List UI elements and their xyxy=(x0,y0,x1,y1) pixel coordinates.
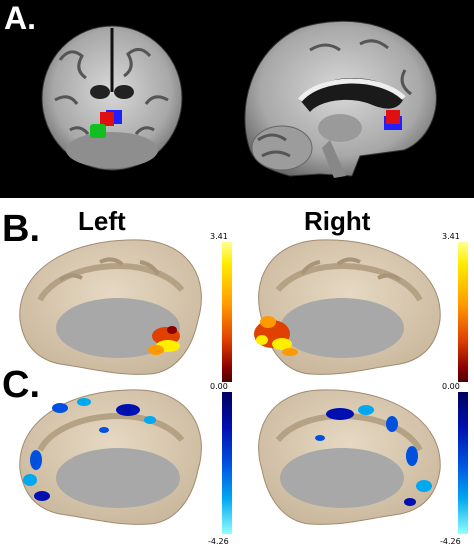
left-hemisphere-c xyxy=(19,389,202,525)
roi-red-sagittal xyxy=(386,110,400,124)
roi-red-coronal xyxy=(100,112,114,126)
panel-b-label: B. xyxy=(2,208,40,250)
cool-colorbar-left xyxy=(222,392,232,534)
cool-colorbar-left-top: 0.00 xyxy=(210,382,228,391)
left-hemisphere-title: Left xyxy=(78,206,126,236)
panel-a-label: A. xyxy=(4,0,36,36)
cool-colorbar-right xyxy=(458,392,468,534)
cool-colorbar-right-bottom: -4.26 xyxy=(440,537,461,546)
activation-left-b xyxy=(148,326,180,355)
activation-right-b xyxy=(254,316,298,356)
right-hemisphere-b xyxy=(258,239,441,375)
coronal-slice xyxy=(41,25,183,171)
warm-colorbar-right-max: 3.41 xyxy=(442,232,460,241)
cool-colorbar-right-top: 0.00 xyxy=(442,382,460,391)
warm-colorbar-left-max: 3.41 xyxy=(210,232,228,241)
left-hemisphere-b xyxy=(19,239,202,375)
activation-left-c xyxy=(23,398,156,501)
right-hemisphere-title: Right xyxy=(304,206,371,236)
cool-colorbar-left-bottom: -4.26 xyxy=(208,537,229,546)
panel-c-label: C. xyxy=(2,364,40,406)
warm-colorbar-right xyxy=(458,242,468,382)
roi-green-coronal xyxy=(90,124,106,138)
sagittal-slice xyxy=(244,20,437,178)
activation-right-c xyxy=(315,405,432,506)
warm-colorbar-left xyxy=(222,242,232,382)
